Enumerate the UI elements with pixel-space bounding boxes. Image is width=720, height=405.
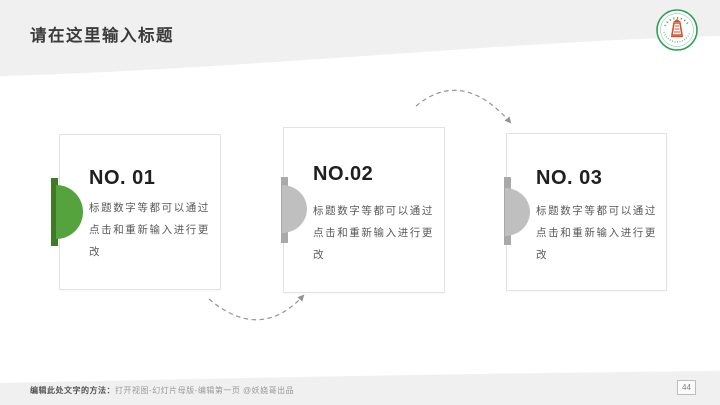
step-number: NO. 03 [536, 167, 603, 189]
page-title: 请在这里输入标题 [30, 27, 174, 45]
step-card-2: NO.02 标题数字等都可以通过点击和重新输入进行更改 [281, 127, 445, 293]
seal-arc-text-top [664, 17, 690, 27]
accent-semicircle [56, 185, 83, 239]
footer-method-label: 编辑此处文字的方法： [30, 386, 115, 395]
step-number: NO. 01 [89, 167, 156, 189]
step-description: 标题数字等都可以通过点击和重新输入进行更改 [89, 202, 210, 258]
step-number: NO.02 [313, 163, 374, 185]
step-card-1: NO. 01 标题数字等都可以通过点击和重新输入进行更改 [51, 134, 221, 290]
arrow-step1-to-step2 [208, 294, 305, 321]
step-card-3: NO. 03 标题数字等都可以通过点击和重新输入进行更改 [504, 133, 667, 291]
footer-method-text: 打开视图-幻灯片母版-编辑第一页 @妖娆哥出品 [115, 386, 295, 395]
step-description: 标题数字等都可以通过点击和重新输入进行更改 [313, 205, 434, 261]
accent-semicircle [505, 188, 530, 236]
accent-bar [51, 178, 58, 246]
university-seal-logo [656, 9, 698, 51]
page-number-badge: 44 [677, 380, 696, 395]
seal-tower-emblem [671, 19, 683, 38]
accent-semicircle [282, 185, 307, 233]
step-description: 标题数字等都可以通过点击和重新输入进行更改 [536, 205, 657, 261]
footer-note: 编辑此处文字的方法：打开视图-幻灯片母版-编辑第一页 @妖娆哥出品 [30, 385, 294, 396]
arrow-step2-to-step3 [415, 89, 512, 124]
